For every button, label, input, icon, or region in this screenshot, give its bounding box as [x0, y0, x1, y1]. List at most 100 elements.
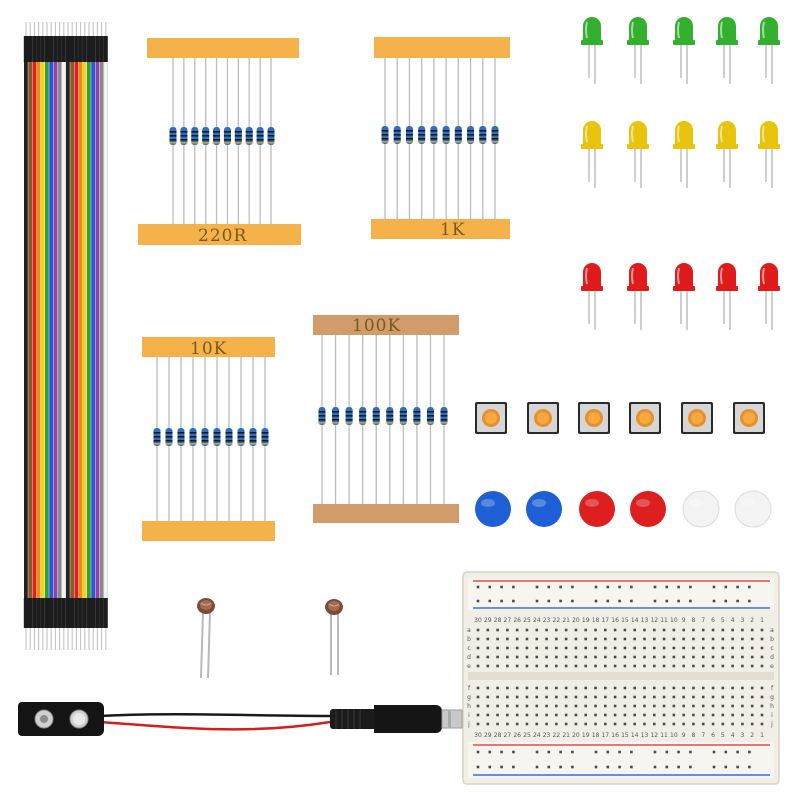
resistor	[318, 335, 326, 504]
breadboard-row-letter: a	[770, 627, 774, 634]
breadboard-column-number: 27	[504, 732, 512, 739]
led	[581, 17, 603, 84]
resistor	[153, 357, 161, 521]
resistor	[426, 335, 434, 504]
resistor	[237, 357, 245, 521]
breadboard-column-number: 3	[740, 732, 744, 739]
resistor-row	[318, 335, 448, 504]
breadboard-column-number: 9	[682, 617, 686, 624]
resistor	[245, 58, 253, 224]
led	[758, 263, 780, 330]
jumper-wire	[61, 22, 66, 650]
button-cap-row	[475, 490, 772, 528]
jumper-wire	[40, 22, 45, 650]
led	[627, 263, 649, 330]
breadboard-column-number: 15	[621, 617, 629, 624]
led-group-green	[581, 17, 780, 84]
tactile-switch	[578, 402, 610, 434]
battery-clip-with-dc-plug	[18, 702, 463, 736]
jumper-wire	[44, 22, 49, 650]
breadboard-column-number: 7	[701, 732, 705, 739]
resistor	[479, 58, 487, 219]
resistor	[386, 335, 394, 504]
tape-top	[147, 38, 299, 58]
tactile-switch	[629, 402, 661, 434]
led	[673, 121, 695, 188]
breadboard-row-letter: i	[468, 712, 470, 719]
breadboard-column-number: 4	[731, 617, 735, 624]
resistor	[177, 357, 185, 521]
resistor	[491, 58, 499, 219]
led	[716, 121, 738, 188]
breadboard-column-number: 26	[513, 732, 521, 739]
breadboard-row-letter: j	[770, 721, 773, 728]
tape-top	[374, 37, 510, 58]
resistor-row	[153, 357, 269, 521]
led	[758, 17, 780, 84]
breadboard-column-number: 13	[641, 617, 649, 624]
breadboard-column-number: 28	[494, 617, 502, 624]
photoresistor	[197, 598, 215, 679]
breadboard-column-number: 21	[562, 732, 570, 739]
dc-plug-barrel	[441, 709, 463, 729]
breadboard-column-number: 20	[572, 732, 580, 739]
dc-plug-strain-relief	[330, 709, 376, 729]
resistor	[267, 58, 275, 224]
led	[581, 263, 603, 330]
resistor	[440, 335, 448, 504]
tape-top	[142, 337, 275, 357]
resistor	[430, 58, 438, 219]
breadboard-holes	[476, 585, 764, 769]
breadboard-column-number: 2	[750, 617, 754, 624]
button-cap	[734, 490, 772, 528]
jumper-wire	[57, 22, 62, 650]
resistor	[399, 335, 407, 504]
breadboard-row-letter: e	[467, 663, 471, 670]
breadboard-column-number: 6	[711, 617, 715, 624]
resistor	[405, 58, 413, 219]
resistor	[372, 335, 380, 504]
breadboard-column-number: 18	[592, 732, 600, 739]
tape-bottom	[142, 521, 275, 541]
tactile-switch	[733, 402, 765, 434]
jumper-wire	[74, 22, 79, 650]
resistor	[467, 58, 475, 219]
breadboard-column-number: 27	[504, 617, 512, 624]
breadboard-column-number: 6	[711, 732, 715, 739]
breadboard-row-letter: e	[770, 663, 774, 670]
button-cap	[682, 490, 720, 528]
breadboard-row-letter: g	[467, 694, 471, 701]
breadboard-row-letter: g	[770, 694, 774, 701]
resistor-row	[381, 58, 499, 219]
jumper-wire	[70, 22, 75, 650]
breadboard-row-letter: a	[467, 627, 471, 634]
jumper-wire	[28, 22, 33, 650]
breadboard-column-number: 29	[484, 732, 492, 739]
resistor-pack-10k: 10K	[142, 337, 275, 541]
breadboard-column-number: 20	[572, 617, 580, 624]
resistor	[345, 335, 353, 504]
resistor	[213, 357, 221, 521]
resistor-value-label: 100K	[352, 316, 401, 336]
jumper-wire	[91, 22, 96, 650]
center-channel	[468, 672, 774, 680]
tape-bottom	[371, 219, 510, 239]
resistor	[256, 58, 264, 224]
breadboard-labels: 3030292928282727262625252424232322222121…	[467, 617, 774, 739]
breadboard-column-number: 2	[750, 732, 754, 739]
led	[673, 263, 695, 330]
resistor	[191, 58, 199, 224]
breadboard-column-number: 25	[523, 617, 531, 624]
breadboard-row-letter: h	[467, 703, 471, 710]
resistor-pack-220r: 220R	[138, 38, 301, 246]
breadboard-column-number: 14	[631, 732, 639, 739]
jumper-wire	[32, 22, 37, 650]
resistor-value-label: 1K	[440, 220, 466, 240]
led	[716, 263, 738, 330]
breadboard-row-letter: j	[467, 721, 470, 728]
breadboard-column-number: 5	[721, 617, 725, 624]
breadboard-column-number: 11	[660, 732, 668, 739]
resistor	[213, 58, 221, 224]
breadboard-row-letter: h	[770, 703, 774, 710]
